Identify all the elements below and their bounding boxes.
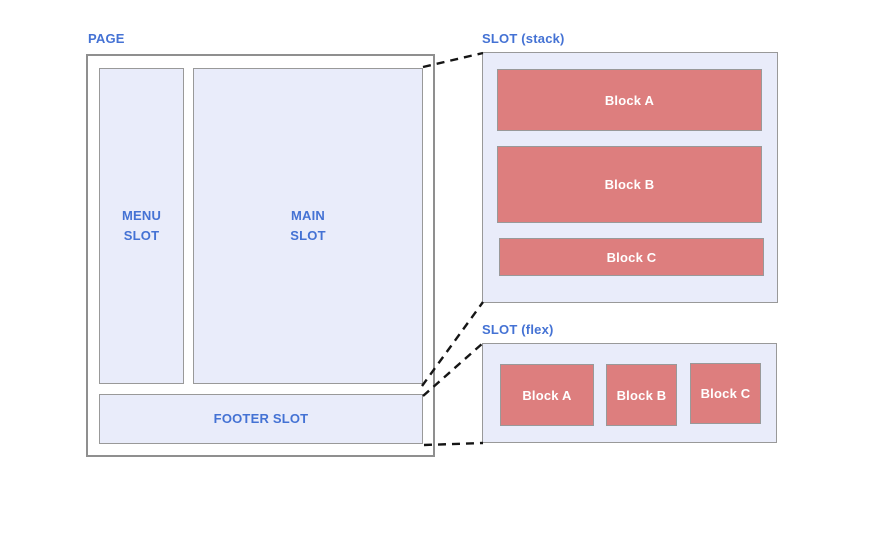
stack-block-a: Block A: [497, 69, 762, 131]
flex-panel: Block A Block B Block C: [482, 343, 777, 443]
flex-block-a: Block A: [500, 364, 594, 426]
main-slot-label: MAIN SLOT: [290, 208, 326, 243]
footer-slot-label: FOOTER SLOT: [213, 411, 309, 426]
flex-panel-title: SLOT (flex): [482, 322, 554, 337]
menu-slot: MENU SLOT: [99, 68, 184, 384]
page-title: PAGE: [88, 31, 125, 46]
main-slot: MAIN SLOT: [193, 68, 423, 384]
flex-block-a-label: Block A: [522, 387, 572, 403]
flex-block-c: Block C: [690, 363, 761, 424]
footer-slot: FOOTER SLOT: [99, 394, 423, 444]
stack-block-c-label: Block C: [606, 249, 657, 265]
stack-panel: Block A Block B Block C: [482, 52, 778, 303]
flex-block-b-label: Block B: [616, 387, 667, 403]
page-box: MENU SLOT MAIN SLOT FOOTER SLOT: [86, 54, 435, 457]
stack-block-b-label: Block B: [604, 177, 655, 192]
stack-block-a-label: Block A: [604, 92, 655, 108]
flex-block-c-label: Block C: [700, 386, 751, 401]
stack-block-b: Block B: [497, 146, 762, 223]
flex-block-b: Block B: [606, 364, 677, 426]
stack-block-c: Block C: [499, 238, 764, 276]
stack-panel-title: SLOT (stack): [482, 31, 565, 46]
menu-slot-label: MENU SLOT: [121, 208, 162, 243]
